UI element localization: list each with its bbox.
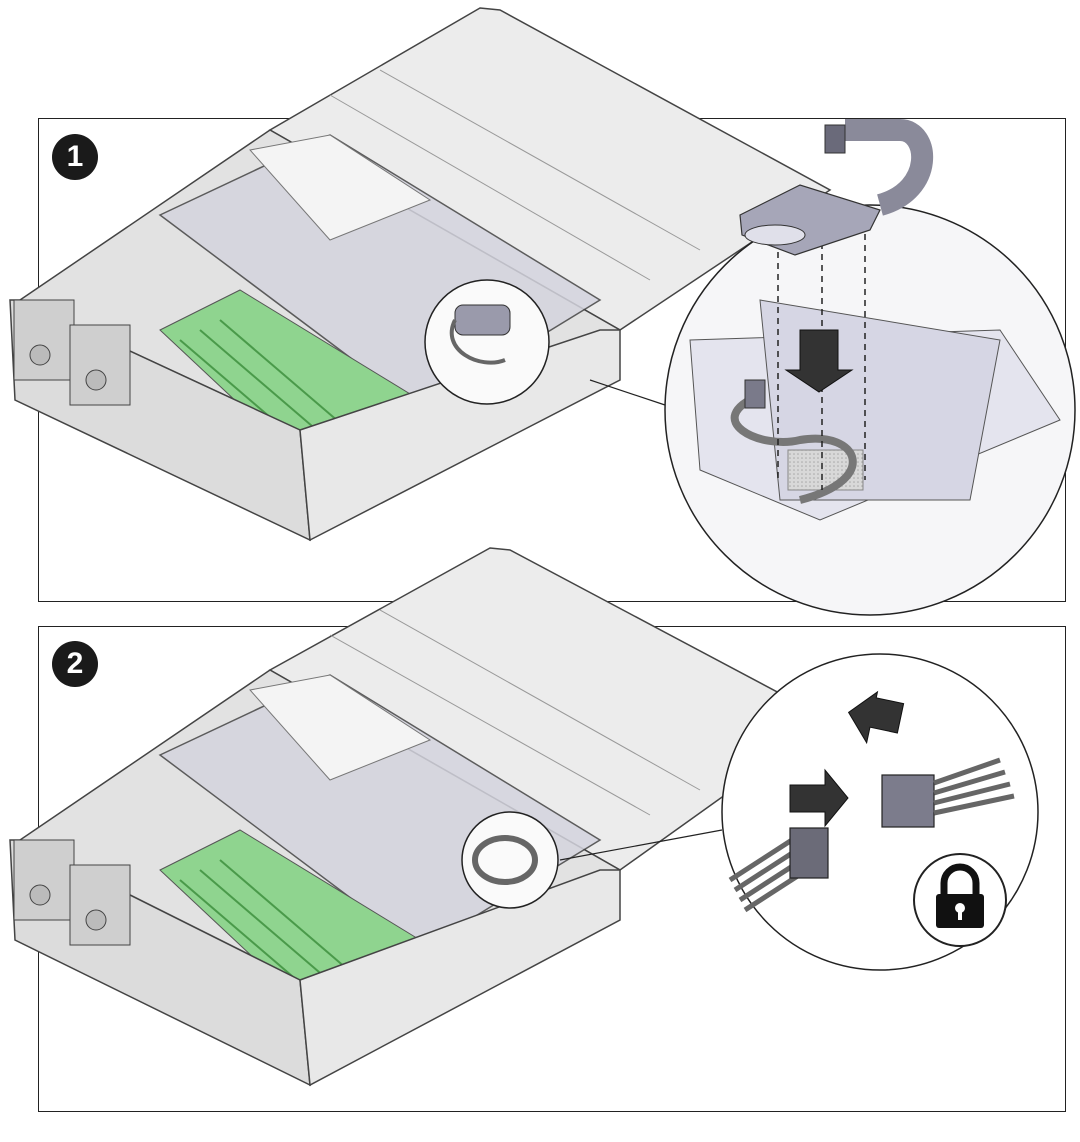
- step-1-chassis: [9, 7, 832, 542]
- battery-insert-callout: [589, 204, 1076, 616]
- step-2-badge: 2: [52, 641, 98, 687]
- battery-icon: [739, 119, 934, 256]
- lock-icon: [913, 853, 1007, 947]
- step-1-badge: 1: [52, 134, 98, 180]
- step-2-chassis: [9, 547, 832, 1087]
